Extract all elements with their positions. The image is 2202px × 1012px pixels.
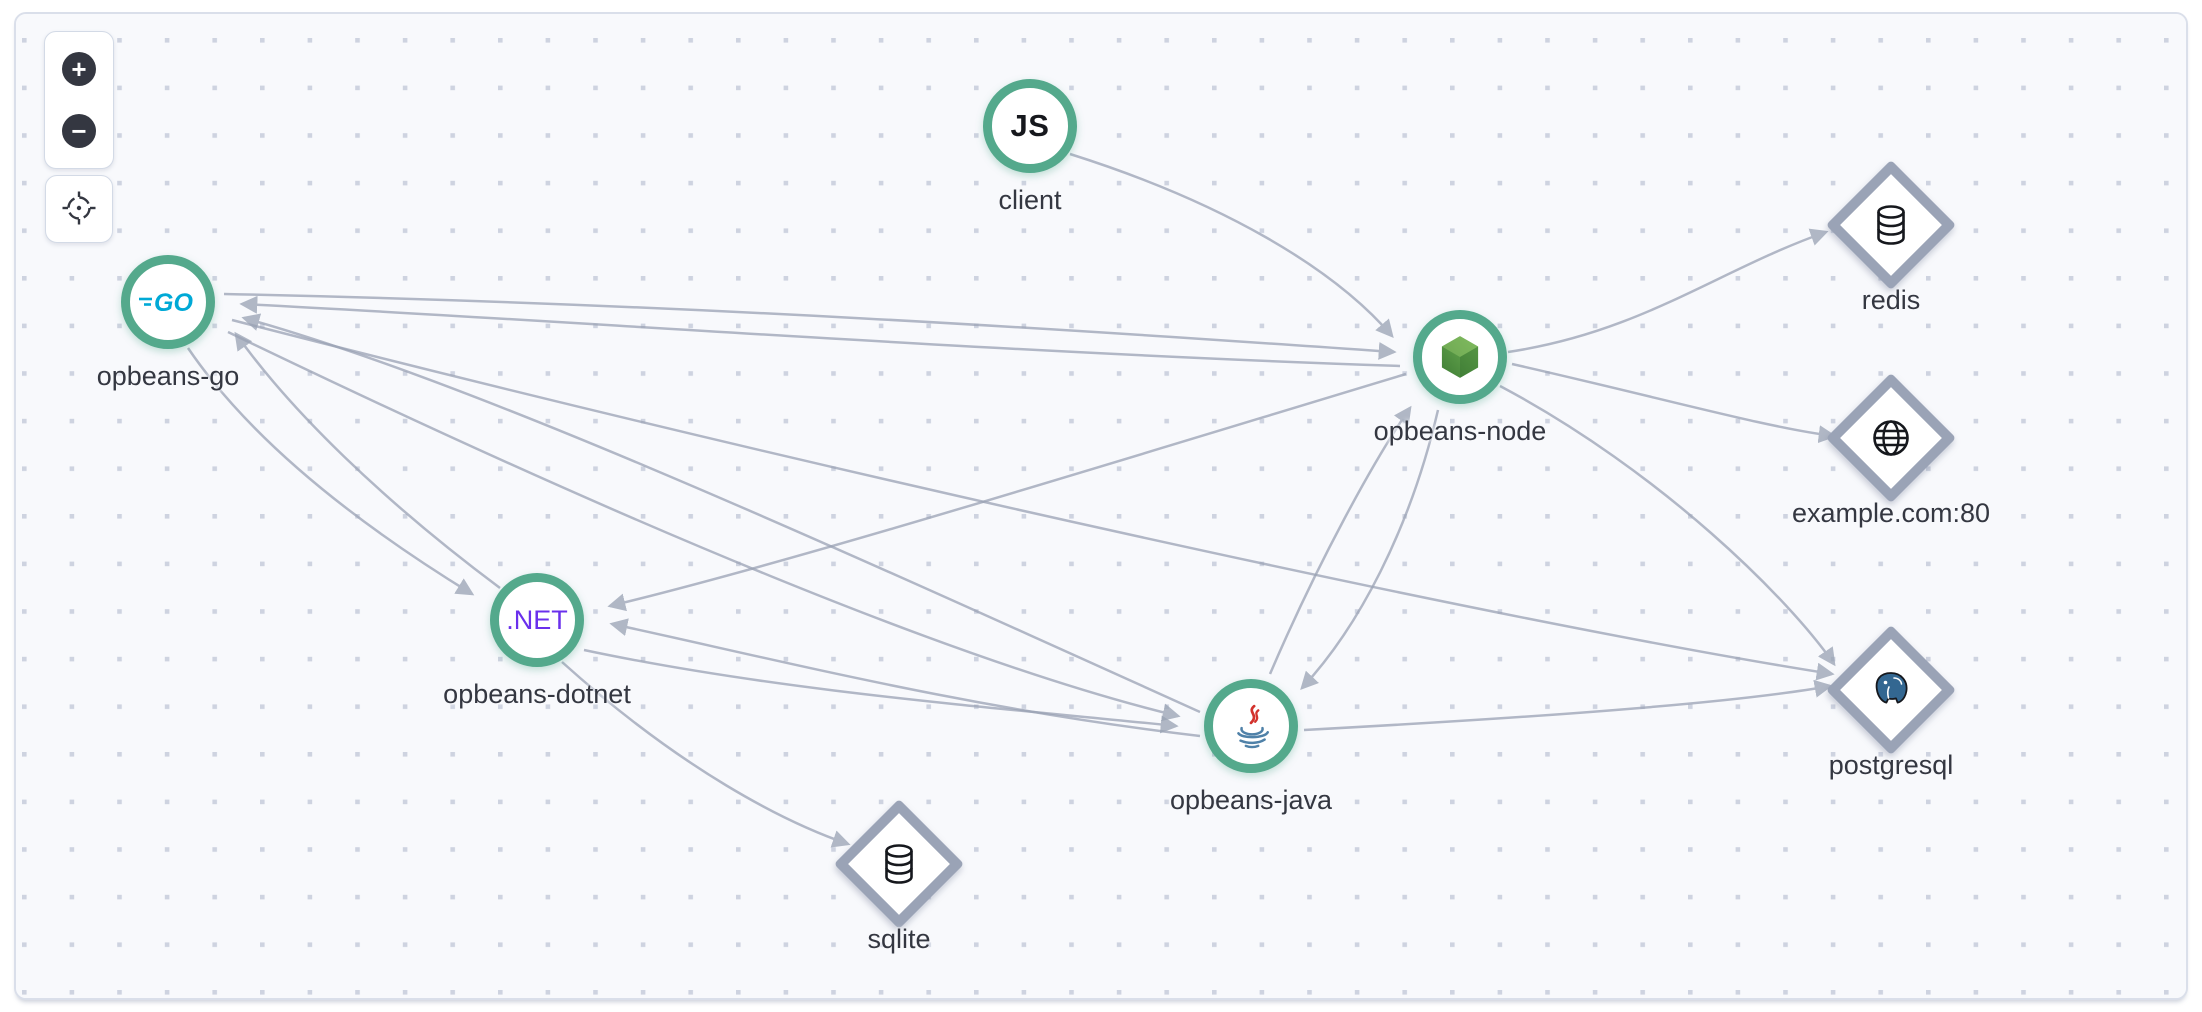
- center-map-panel: [45, 175, 113, 243]
- dotnet-icon: .NET: [506, 604, 568, 635]
- service-node-circle[interactable]: GO: [121, 255, 215, 349]
- dependency-node-diamond[interactable]: [833, 798, 965, 930]
- node-opbeans-go[interactable]: GO opbeans-go: [97, 255, 239, 391]
- node-sqlite[interactable]: sqlite: [833, 798, 965, 954]
- globe-icon: [1873, 420, 1909, 456]
- zoom-controls-panel: + −: [44, 31, 114, 169]
- node-postgresql[interactable]: postgresql: [1825, 624, 1957, 780]
- node-label: opbeans-java: [1169, 785, 1333, 815]
- dependency-node-diamond[interactable]: [1825, 624, 1957, 756]
- edge-opbeans-go-to-opbeans-dotnet: [186, 347, 475, 596]
- edge-opbeans-node-to-opbeans-dotnet: [607, 372, 1407, 612]
- service-map-edges-layer: [16, 14, 2186, 998]
- service-node-circle[interactable]: [1413, 310, 1507, 404]
- edge-opbeans-java-to-opbeans-dotnet: [609, 618, 1201, 738]
- edge-client-to-opbeans-node: [1069, 152, 1394, 339]
- service-node-circle[interactable]: [1204, 679, 1298, 773]
- database-icon: [1877, 205, 1905, 245]
- node-opbeans-node[interactable]: opbeans-node: [1374, 310, 1546, 446]
- edge-opbeans-java-to-postgresql: [1303, 679, 1833, 732]
- node-label: opbeans-dotnet: [443, 679, 631, 709]
- node-label: example.com:80: [1791, 498, 1991, 528]
- zoom-in-button[interactable]: +: [62, 52, 96, 86]
- svg-text:GO: GO: [154, 289, 193, 317]
- node-client[interactable]: JS client: [983, 79, 1077, 215]
- crosshair-icon: [62, 191, 96, 224]
- node-opbeans-dotnet[interactable]: .NET opbeans-dotnet: [443, 573, 631, 709]
- edge-opbeans-node-to-postgresql: [1499, 384, 1836, 667]
- node-example.com:80[interactable]: example.com:80: [1792, 372, 1990, 528]
- go-icon: GO: [139, 289, 193, 317]
- node-label: client: [998, 185, 1062, 215]
- node-label: sqlite: [867, 924, 931, 954]
- edge-opbeans-node-to-opbeans-go: [239, 295, 1401, 368]
- edge-opbeans-go-to-opbeans-java: [227, 330, 1181, 722]
- postgresql-icon: [1875, 672, 1908, 704]
- dependency-node-diamond[interactable]: [1825, 372, 1957, 504]
- node-label: postgresql: [1828, 750, 1954, 780]
- nodejs-icon: [1441, 336, 1479, 378]
- service-node-circle[interactable]: JS: [983, 79, 1077, 173]
- node-redis[interactable]: redis: [1825, 159, 1957, 315]
- node-label: redis: [1861, 285, 1921, 315]
- js-icon: JS: [1010, 108, 1050, 143]
- edge-opbeans-go-to-opbeans-node: [223, 292, 1397, 360]
- service-node-circle[interactable]: .NET: [490, 573, 584, 667]
- edge-opbeans-node-to-example.com:80: [1511, 362, 1837, 444]
- service-map-canvas[interactable]: JS client GO opbeans-go opbeans-node .NET o…: [14, 12, 2188, 1000]
- edge-opbeans-java-to-opbeans-node: [1268, 405, 1412, 675]
- center-map-button[interactable]: [46, 176, 112, 242]
- zoom-out-button[interactable]: −: [62, 114, 96, 148]
- node-opbeans-java[interactable]: opbeans-java: [1170, 679, 1332, 815]
- edge-opbeans-go-to-postgresql: [231, 318, 1835, 681]
- edge-opbeans-node-to-redis: [1507, 228, 1829, 354]
- java-icon: [1237, 704, 1269, 749]
- node-label: opbeans-node: [1373, 416, 1547, 446]
- edge-opbeans-dotnet-to-opbeans-java: [583, 648, 1179, 734]
- dot-grid: [16, 14, 2186, 998]
- dependency-node-diamond[interactable]: [1825, 159, 1957, 291]
- database-icon: [885, 844, 913, 884]
- edge-opbeans-dotnet-to-opbeans-go: [234, 331, 501, 590]
- node-label: opbeans-go: [96, 361, 240, 391]
- edge-opbeans-dotnet-to-sqlite: [561, 661, 851, 848]
- edge-opbeans-node-to-opbeans-java: [1300, 409, 1440, 690]
